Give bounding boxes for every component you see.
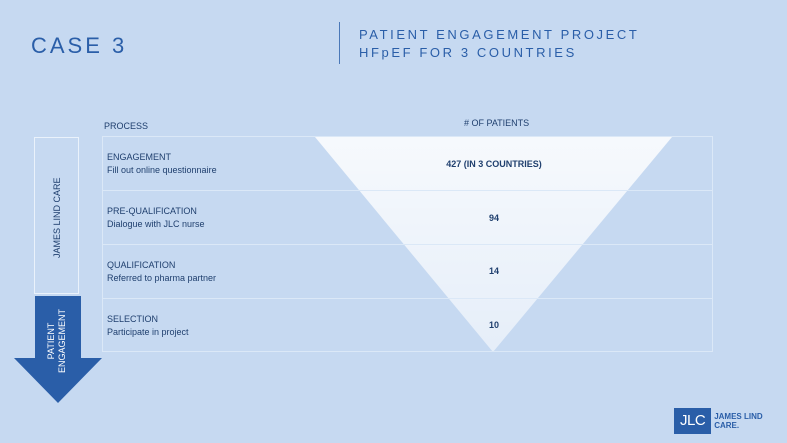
table-row: QUALIFICATION Referred to pharma partner — [107, 259, 216, 285]
row-divider — [102, 244, 713, 245]
row-divider — [102, 298, 713, 299]
row-description: Fill out online questionnaire — [107, 165, 217, 175]
row-patient-count: 10 — [488, 320, 499, 330]
james-lind-care-box — [34, 137, 79, 294]
project-title-line1: PATIENT ENGAGEMENT PROJECT — [359, 27, 640, 42]
row-stage: ENGAGEMENT — [107, 152, 172, 162]
row-description: Referred to pharma partner — [107, 273, 217, 283]
row-patient-count: 14 — [488, 266, 499, 276]
row-divider — [102, 190, 713, 191]
row-description: Dialogue with JLC nurse — [107, 219, 205, 229]
project-title: PATIENT ENGAGEMENT PROJECT HFpEF FOR 3 C… — [359, 26, 639, 62]
row-patient-count: 427 (IN 3 COUNTRIES) — [446, 159, 542, 169]
table-row: PRE-QUALIFICATION Dialogue with JLC nurs… — [107, 205, 205, 231]
case-title: CASE 3 — [31, 33, 128, 58]
logo-line2: CARE. — [714, 421, 740, 430]
column-header-process: PROCESS — [104, 121, 149, 131]
logo-mark: JLC — [674, 408, 712, 434]
row-patient-count: 94 — [488, 213, 499, 223]
row-stage: QUALIFICATION — [107, 260, 176, 270]
jlc-logo: JLC JAMES LIND CARE. — [674, 408, 763, 434]
row-stage: PRE-QUALIFICATION — [107, 206, 197, 216]
row-stage: SELECTION — [107, 314, 159, 324]
project-title-line2: HFpEF FOR 3 COUNTRIES — [359, 45, 577, 60]
logo-line1: JAMES LIND — [714, 412, 763, 421]
patient-engagement-line2: ENGAGEMENT — [57, 308, 67, 373]
title-divider — [339, 22, 340, 64]
row-description: Participate in project — [107, 327, 189, 337]
patient-engagement-line1: PATIENT — [46, 322, 56, 360]
patient-engagement-label: PATIENT ENGAGEMENT — [46, 309, 68, 373]
logo-wordmark: JAMES LIND CARE. — [714, 412, 762, 430]
table-row: ENGAGEMENT Fill out online questionnaire — [107, 151, 217, 177]
table-row: SELECTION Participate in project — [107, 313, 189, 339]
column-header-patients: # OF PATIENTS — [464, 118, 530, 128]
